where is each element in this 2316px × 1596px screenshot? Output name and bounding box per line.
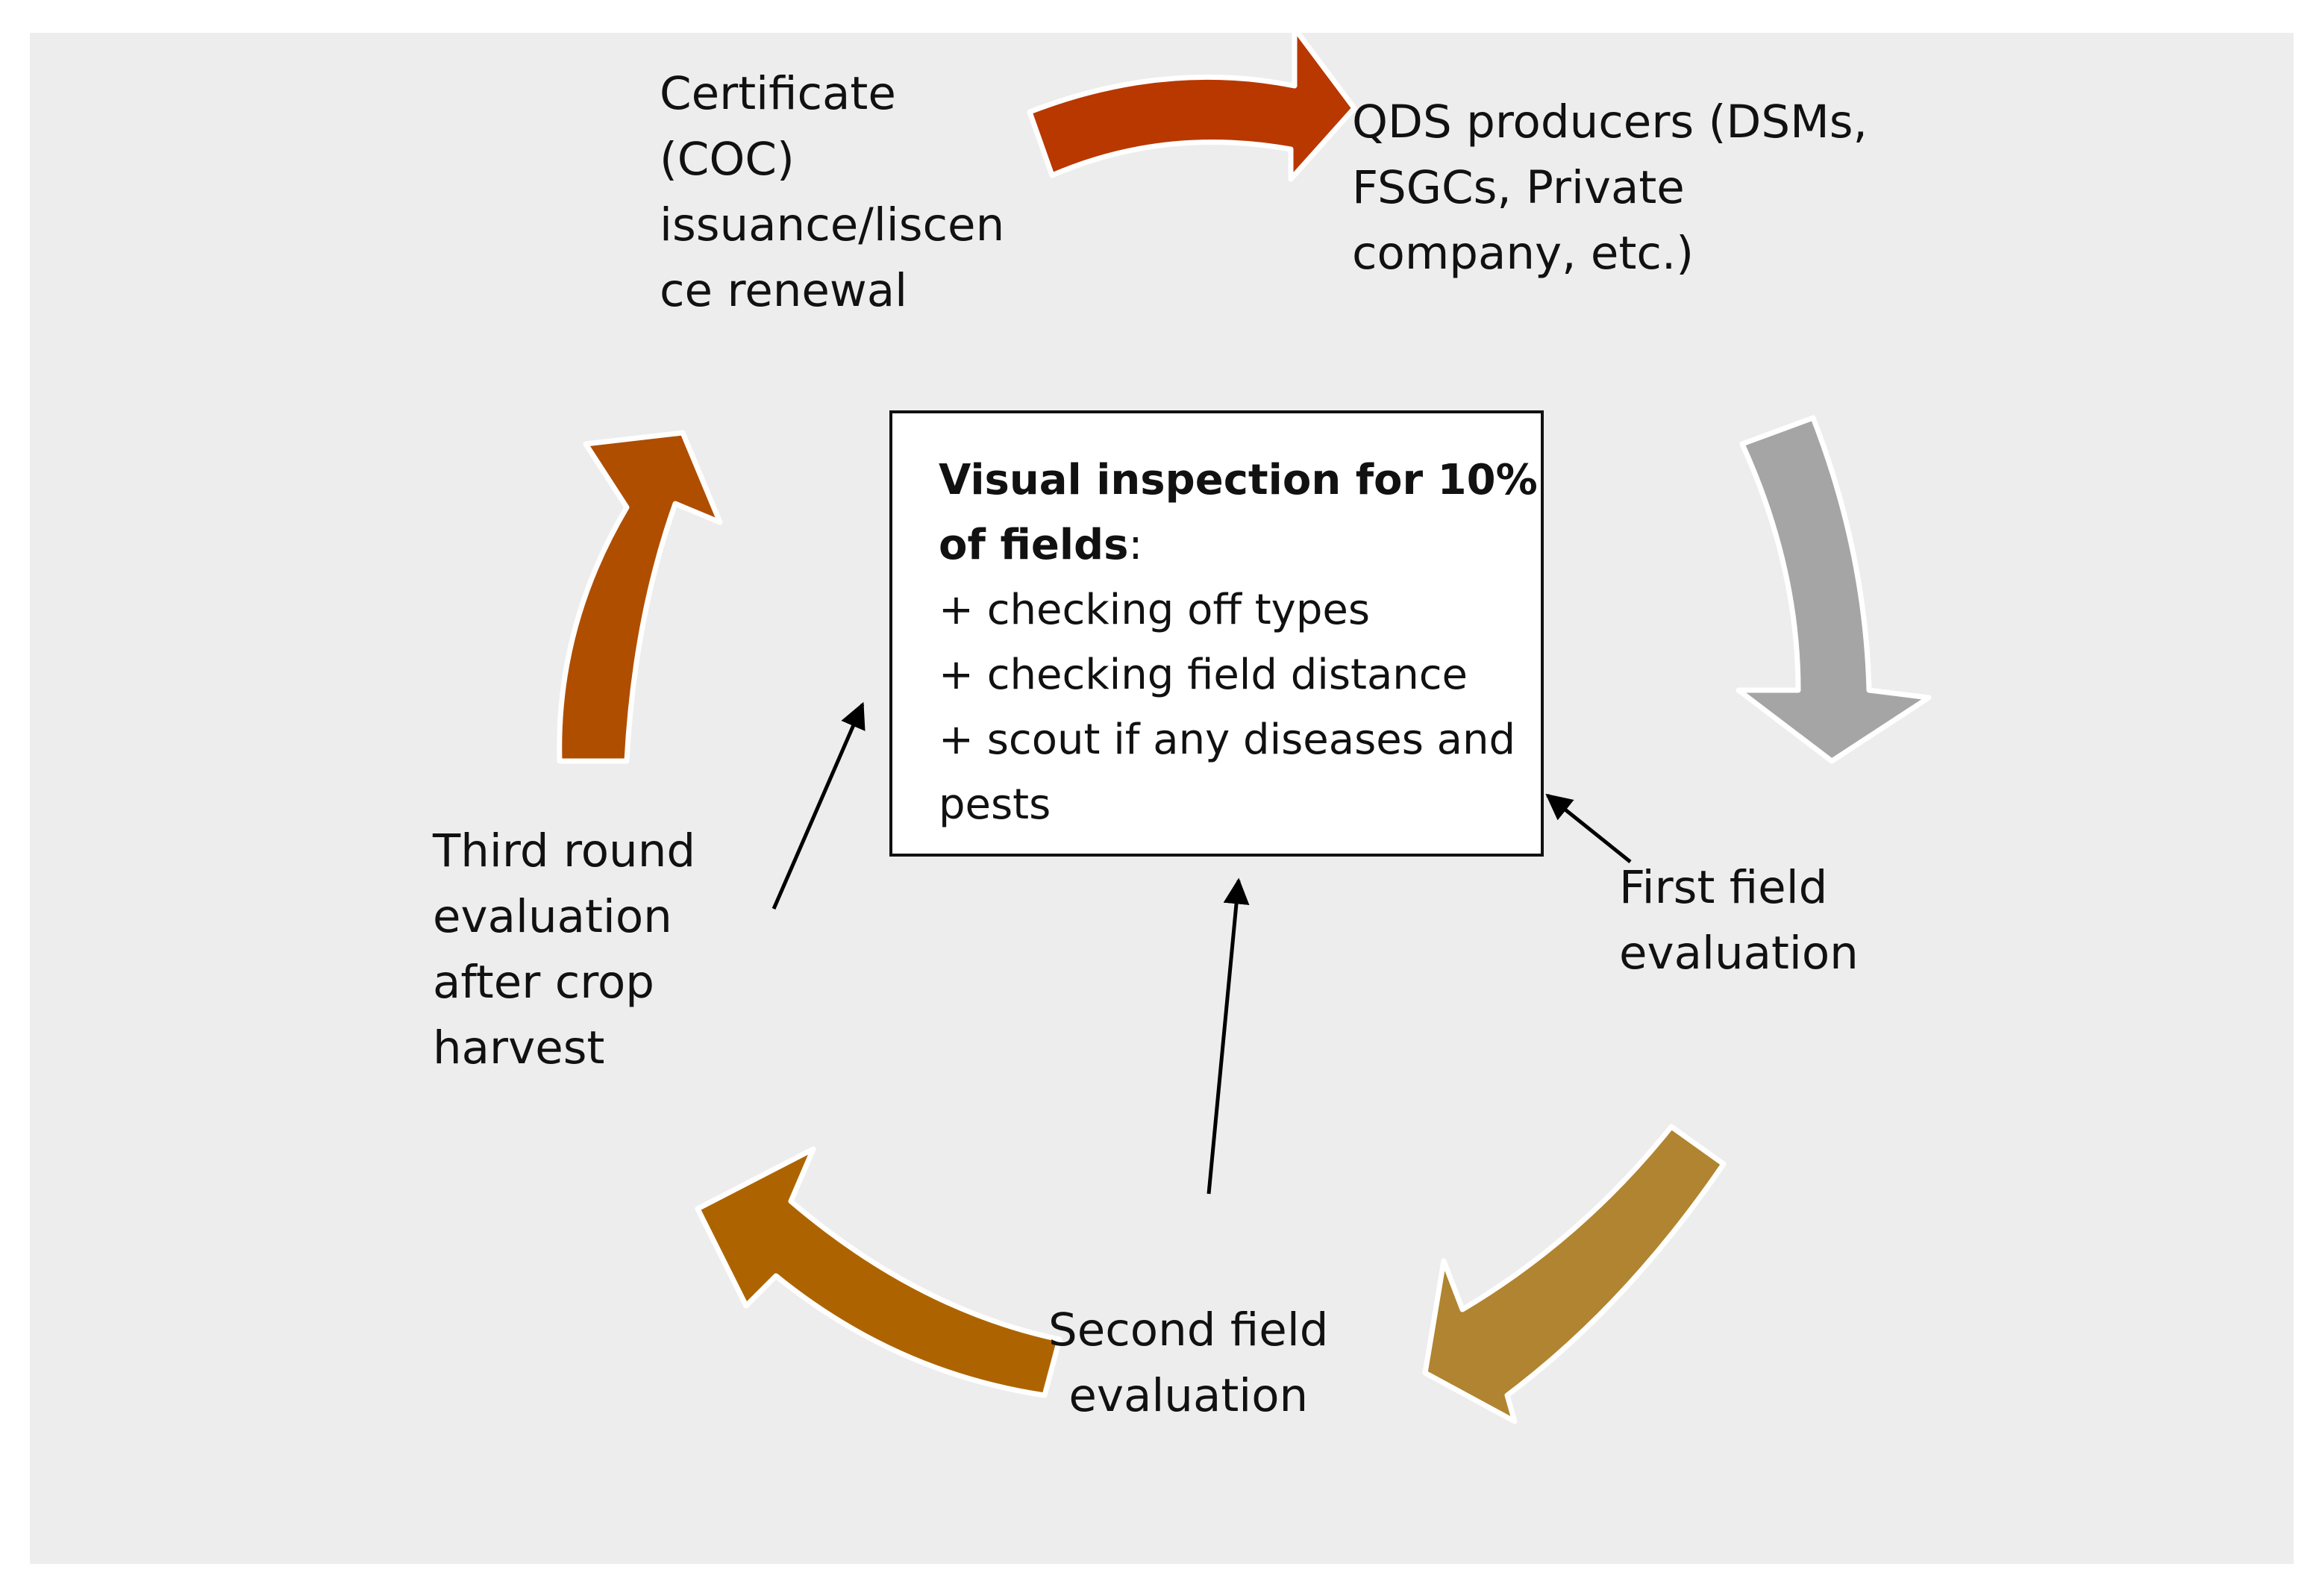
inspection-title: Visual inspection for 10% of fields: xyxy=(939,448,1541,578)
connector-second-field xyxy=(1206,877,1250,1195)
label-first-field: First field evaluation xyxy=(1619,861,1859,980)
label-qds-producers: QDS producers (DSMs, FSGCs, Private comp… xyxy=(1352,96,1868,280)
cycle-arrow-right xyxy=(1736,415,1932,764)
connector-third-round xyxy=(772,701,866,910)
inspection-bullet-field-distance: + checking field distance xyxy=(939,651,1468,699)
inspection-bullet-diseases-pests: + scout if any diseases and pests xyxy=(939,716,1516,829)
cycle-arrow-bottom-left xyxy=(695,1146,1062,1398)
inspection-title-text: Visual inspection for 10% of fields xyxy=(939,456,1538,569)
inspection-bullet-off-types: + checking off types xyxy=(939,586,1370,634)
cycle-arrow-top xyxy=(1027,25,1357,182)
label-second-field: Second field evaluation xyxy=(1048,1304,1329,1422)
label-certificate: Certificate (COC) issuance/liscen ce ren… xyxy=(660,67,1005,317)
label-third-round: Third round evaluation after crop harves… xyxy=(433,824,696,1074)
connector-first-field xyxy=(1545,793,1632,863)
inspection-title-suffix: : xyxy=(1128,521,1143,569)
inspection-box: Visual inspection for 10% of fields: + c… xyxy=(889,410,1544,857)
cycle-arrow-bottom-right xyxy=(1422,1124,1727,1424)
cycle-arrow-left xyxy=(557,430,723,764)
